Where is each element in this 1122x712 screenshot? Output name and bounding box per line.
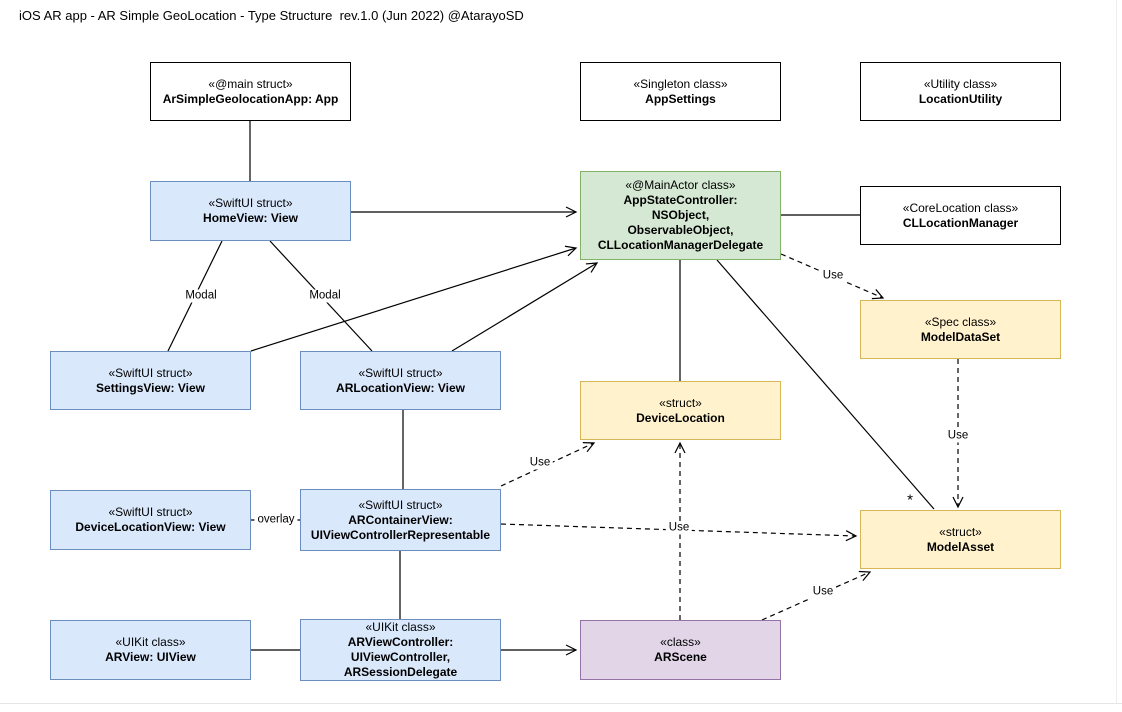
edge-label-use-arcontainer-devicelocation: Use (526, 456, 554, 470)
node-name: DeviceLocationView: View (75, 520, 226, 534)
node-name: ARView: UIView (105, 650, 196, 664)
edge-label-overlay: overlay (254, 513, 298, 527)
edge-label-modal-arlocation: Modal (306, 289, 344, 303)
node-arscene: «class» ARScene (580, 620, 781, 680)
node-devicelocationview: «SwiftUI struct» DeviceLocationView: Vie… (50, 490, 251, 550)
node-stereotype: «UIKit class» (365, 620, 436, 634)
node-stereotype: «SwiftUI struct» (108, 505, 193, 519)
node-devicelocation: «struct» DeviceLocation (580, 381, 781, 440)
diagram-title: iOS AR app - AR Simple GeoLocation - Typ… (19, 8, 524, 23)
node-appstatecontroller: «@MainActor class» AppStateController: N… (580, 171, 781, 260)
node-homeview: «SwiftUI struct» HomeView: View (150, 181, 351, 241)
node-stereotype: «SwiftUI struct» (208, 196, 293, 210)
node-stereotype: «Utility class» (923, 76, 998, 91)
page-bottom-border (0, 703, 1122, 704)
node-stereotype: «Spec class» (924, 314, 997, 329)
node-name: ModelAsset (926, 539, 995, 554)
node-stereotype: «class» (660, 635, 701, 649)
edge-label-use-arcontainer-modelasset: Use (665, 521, 693, 535)
node-arviewcontroller: «UIKit class» ARViewController: UIViewCo… (300, 619, 501, 681)
node-modelasset: «struct» ModelAsset (860, 510, 1061, 569)
node-name: ModelDataSet (920, 329, 1001, 344)
node-name: ArSimpleGeolocationApp: App (162, 91, 339, 106)
node-modeldataset: «Spec class» ModelDataSet (860, 300, 1061, 359)
node-arview: «UIKit class» ARView: UIView (50, 620, 251, 680)
node-locationutility: «Utility class» LocationUtility (860, 62, 1061, 121)
node-name: AppSettings (645, 91, 716, 106)
node-name: LocationUtility (918, 91, 1003, 106)
edge-label-multiplicity-star: * (907, 491, 913, 509)
edge-settingsview-appstate (250, 245, 578, 352)
node-settingsview: «SwiftUI struct» SettingsView: View (50, 351, 251, 410)
node-arsimplegeolocationapp: «@main struct» ArSimpleGeolocationApp: A… (150, 62, 351, 121)
node-stereotype: «SwiftUI struct» (358, 365, 443, 380)
page-right-border (1116, 0, 1117, 703)
node-stereotype: «@main struct» (208, 76, 293, 91)
edge-label-use-arscene-modelasset: Use (809, 585, 837, 599)
node-appsettings: «Singleton class» AppSettings (580, 62, 781, 121)
node-stereotype: «SwiftUI struct» (358, 497, 443, 512)
node-stereotype: «Singleton class» (633, 76, 728, 91)
node-name: DeviceLocation (636, 410, 725, 425)
node-name: SettingsView: View (96, 380, 205, 395)
edge-label-use-appstate-modeldataset: Use (819, 269, 847, 283)
node-arcontainerview: «SwiftUI struct» ARContainerView: UIView… (300, 489, 501, 551)
node-name: ARViewController: UIViewController, ARSe… (343, 635, 458, 679)
edge-label-modal-settings: Modal (182, 289, 220, 303)
node-stereotype: «@MainActor class» (625, 178, 736, 192)
node-name: CLLocationManager (902, 215, 1019, 230)
node-name: ARScene (654, 650, 707, 664)
node-arlocationview: «SwiftUI struct» ARLocationView: View (300, 351, 501, 410)
node-stereotype: «UIKit class» (115, 635, 186, 649)
edge-arlocationview-appstate (451, 262, 599, 352)
node-stereotype: «struct» (939, 524, 982, 539)
node-name: HomeView: View (203, 211, 298, 225)
node-stereotype: «CoreLocation class» (902, 200, 1019, 215)
node-name: AppStateController: NSObject, Observable… (597, 193, 764, 252)
node-stereotype: «struct» (659, 395, 702, 410)
edge-label-use-modeldataset-modelasset: Use (944, 429, 972, 443)
node-name: ARContainerView: UIViewControllerReprese… (310, 512, 491, 542)
node-stereotype: «SwiftUI struct» (108, 365, 193, 380)
node-name: ARLocationView: View (336, 380, 465, 395)
node-cllocationmanager: «CoreLocation class» CLLocationManager (860, 186, 1061, 245)
